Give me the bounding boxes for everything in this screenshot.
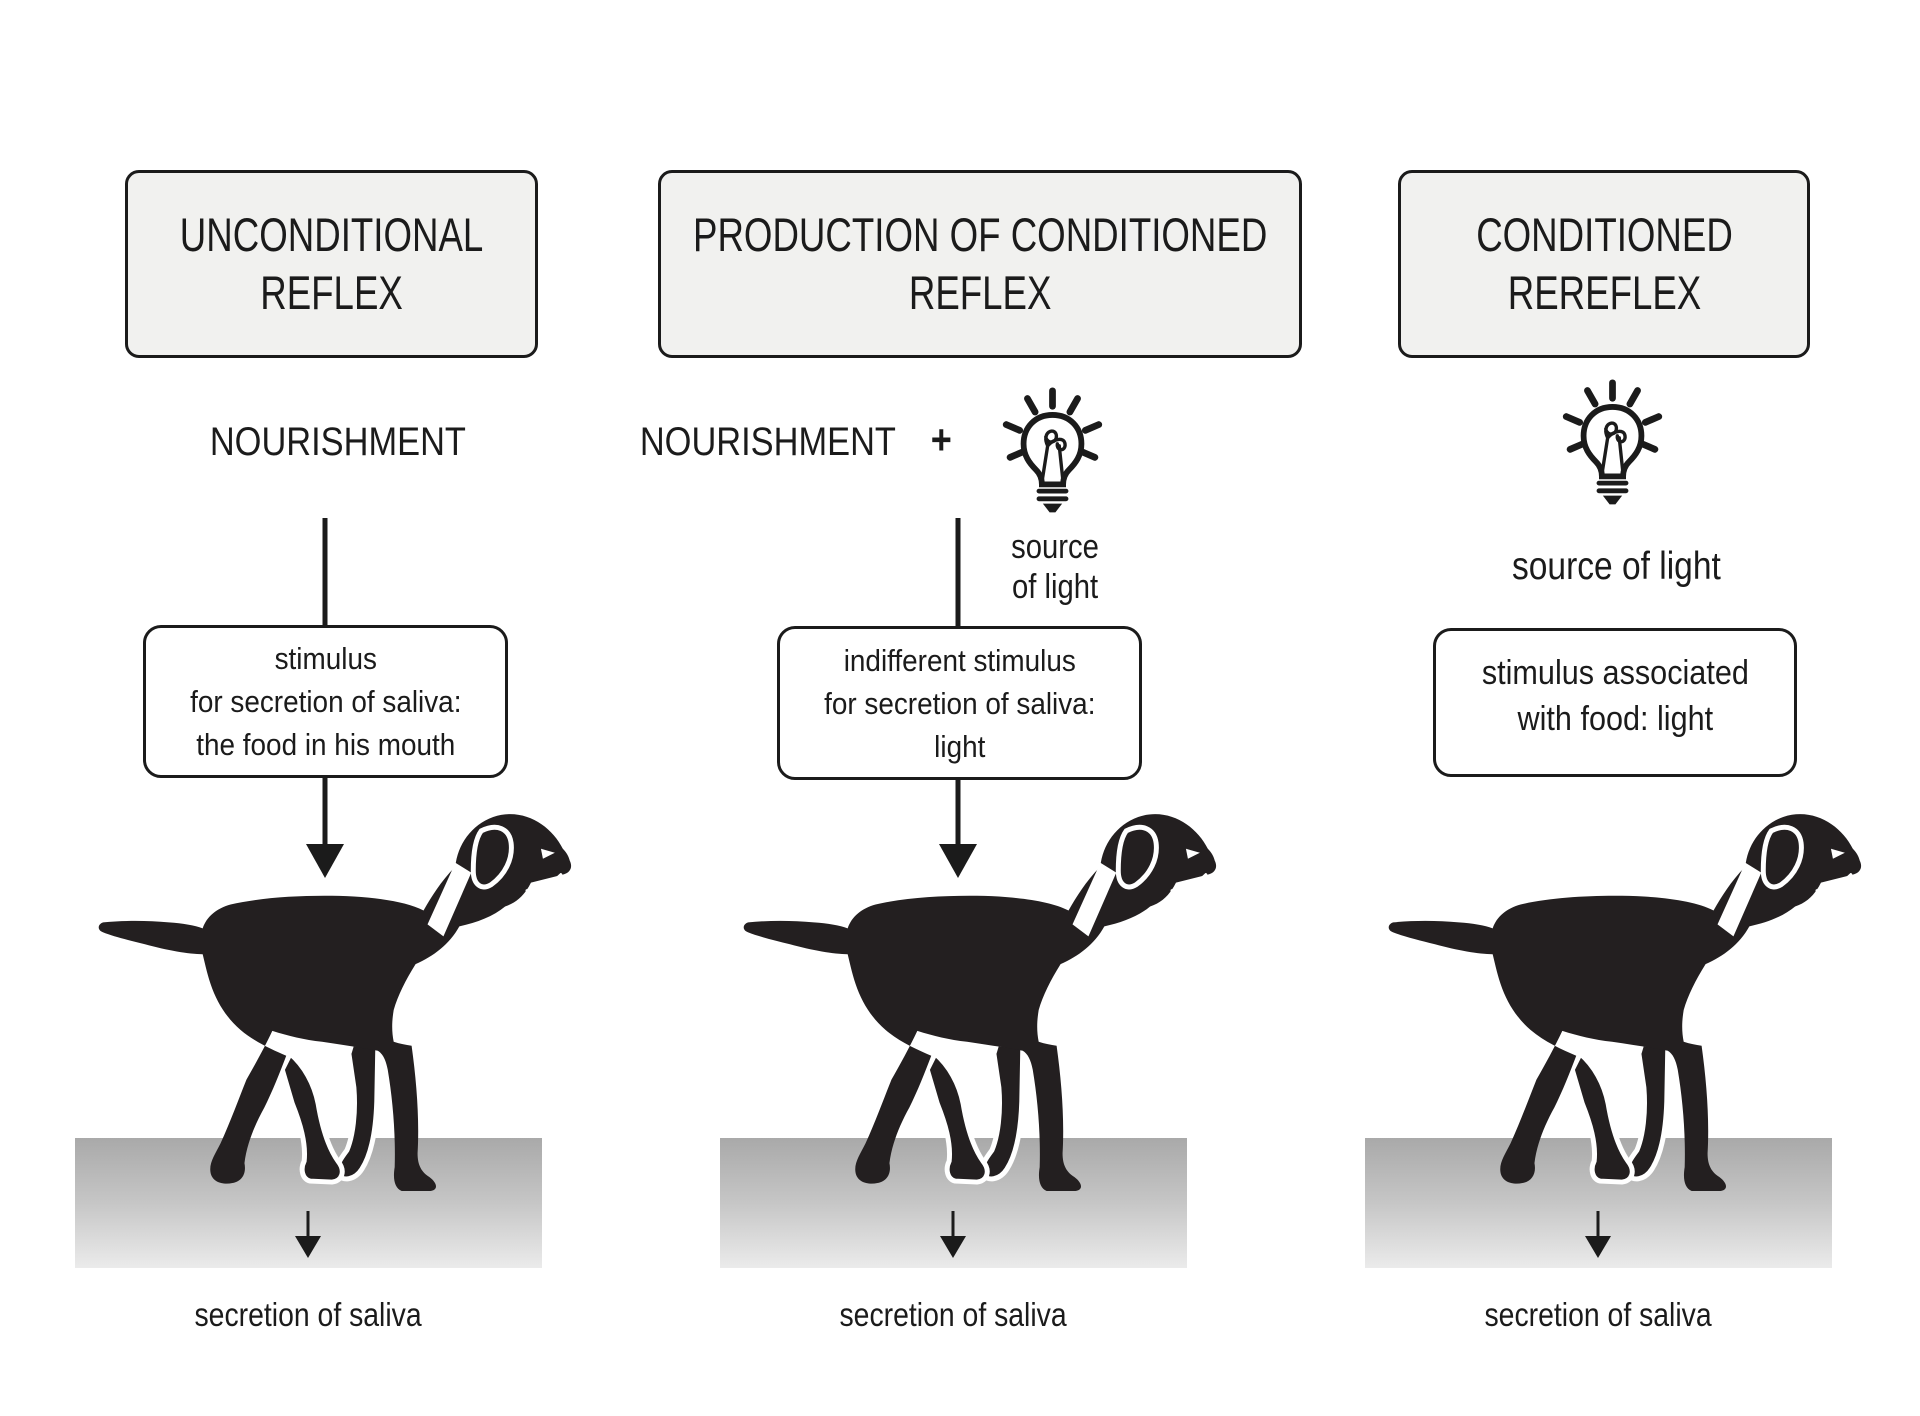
header-box-conditioned-rereflex: CONDITIONED REREFLEX	[1398, 170, 1810, 358]
header-text: REFLEX	[260, 266, 403, 319]
header-text: REREFLEX	[1507, 266, 1701, 319]
light-bulb-icon	[1545, 378, 1680, 513]
secretion-of-saliva-label: secretion of saliva	[1484, 1296, 1712, 1333]
stimulus-text: for secretion of saliva:	[823, 685, 1096, 721]
header-box-unconditional-reflex: UNCONDITIONAL REFLEX	[125, 170, 538, 358]
stimulus-box: indifferent stimulus for secretion of sa…	[777, 626, 1142, 780]
header-text: UNCONDITIONAL	[179, 208, 484, 261]
dog-silhouette	[1385, 805, 1863, 1193]
down-arrow-icon	[288, 1208, 328, 1260]
stimulus-text: stimulus	[274, 641, 377, 676]
stimulus-text: stimulus associated	[1481, 653, 1749, 692]
down-arrow-icon	[933, 1208, 973, 1260]
stimulus-text: the food in his mouth	[195, 727, 456, 762]
stimulus-box: stimulus associated with food: light	[1433, 628, 1797, 777]
header-box-production-of-conditioned-reflex: PRODUCTION OF CONDITIONED REFLEX	[658, 170, 1302, 358]
secretion-of-saliva-label: secretion of saliva	[839, 1296, 1067, 1333]
light-bulb-icon	[985, 386, 1120, 521]
source-of-light-caption: source of light	[1511, 545, 1721, 588]
stimulus-text: with food: light	[1517, 699, 1713, 738]
header-text: PRODUCTION OF CONDITIONED	[692, 208, 1268, 261]
stimulus-text: indifferent stimulus	[843, 642, 1076, 678]
source-of-light-caption: source of light	[1011, 528, 1099, 606]
stimulus-box: stimulus for secretion of saliva: the fo…	[143, 625, 508, 778]
plus-sign: +	[930, 416, 952, 463]
header-text: REFLEX	[908, 266, 1052, 319]
header-text: CONDITIONED	[1475, 208, 1733, 261]
stimulus-text: light	[933, 728, 986, 764]
nourishment-label: NOURISHMENT	[639, 420, 897, 464]
stimulus-text: for secretion of saliva:	[189, 684, 462, 719]
down-arrow-icon	[1578, 1208, 1618, 1260]
secretion-of-saliva-label: secretion of saliva	[194, 1296, 422, 1333]
nourishment-label: NOURISHMENT	[209, 420, 467, 464]
